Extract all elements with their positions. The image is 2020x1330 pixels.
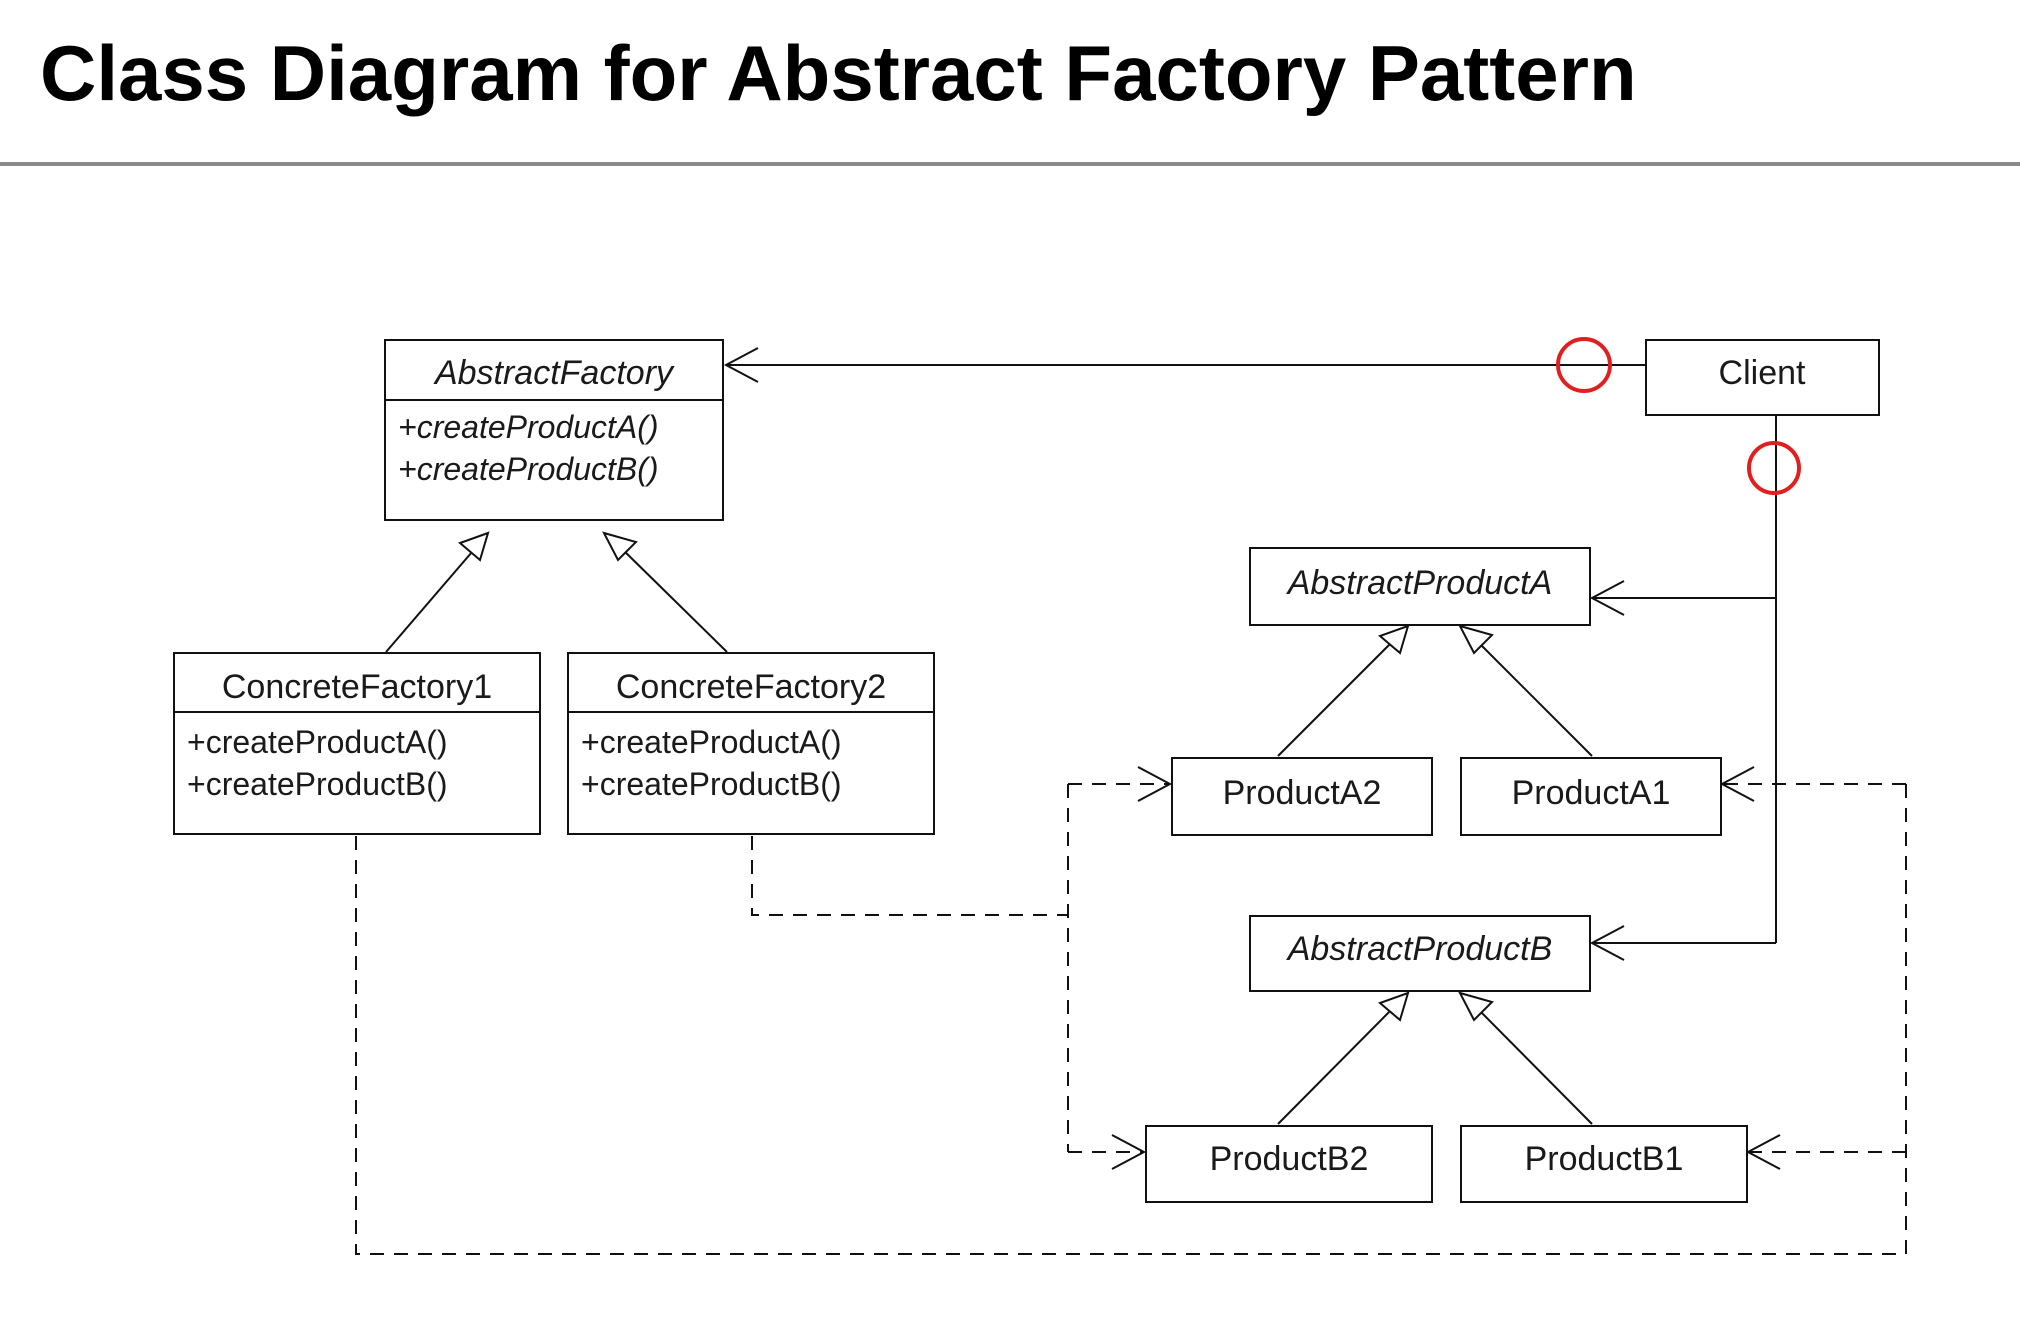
class-name: ConcreteFactory2 — [616, 668, 886, 706]
page-title: Class Diagram for Abstract Factory Patte… — [40, 29, 1637, 117]
class-product-b2: ProductB2 — [1145, 1125, 1433, 1203]
operation: +createProductA() — [581, 724, 842, 760]
association-client-abstractproducts — [1589, 415, 1777, 961]
class-name: ProductA2 — [1223, 774, 1382, 812]
operation: +createProductB() — [398, 451, 659, 487]
class-abstract-product-a: AbstractProductA — [1249, 547, 1591, 626]
operation: +createProductA() — [187, 724, 448, 760]
association-client-abstractfactory — [723, 347, 1646, 383]
generalization-concretefactories — [385, 531, 728, 653]
class-name: ProductB2 — [1210, 1140, 1369, 1178]
class-name: Client — [1719, 354, 1806, 392]
class-product-a2: ProductA2 — [1171, 757, 1433, 836]
class-name: ProductA1 — [1512, 774, 1671, 812]
class-concrete-factory2: ConcreteFactory2 +createProductA() +crea… — [567, 652, 935, 835]
class-name: AbstractFactory — [433, 354, 675, 392]
dependency-concretefactory1-products — [355, 766, 1907, 1255]
class-abstract-factory: AbstractFactory +createProductA() +creat… — [384, 339, 724, 521]
class-name: AbstractProductA — [1286, 564, 1553, 602]
dependency-concretefactory2-products — [751, 766, 1173, 1170]
generalization-products-b — [1277, 991, 1593, 1125]
operation: +createProductB() — [581, 766, 842, 802]
generalization-products-a — [1277, 624, 1593, 757]
highlight-circle — [1747, 441, 1801, 495]
class-name: ConcreteFactory1 — [222, 668, 492, 706]
class-name: AbstractProductB — [1286, 930, 1553, 968]
class-concrete-factory1: ConcreteFactory1 +createProductA() +crea… — [173, 652, 541, 835]
class-product-b1: ProductB1 — [1460, 1125, 1748, 1203]
operation: +createProductB() — [187, 766, 448, 802]
class-client: Client — [1645, 339, 1880, 416]
title-bar: Class Diagram for Abstract Factory Patte… — [0, 0, 2020, 166]
operation: +createProductA() — [398, 409, 659, 445]
class-name: ProductB1 — [1525, 1140, 1684, 1178]
highlight-circle — [1556, 337, 1612, 393]
class-abstract-product-b: AbstractProductB — [1249, 915, 1591, 992]
class-product-a1: ProductA1 — [1460, 757, 1722, 836]
